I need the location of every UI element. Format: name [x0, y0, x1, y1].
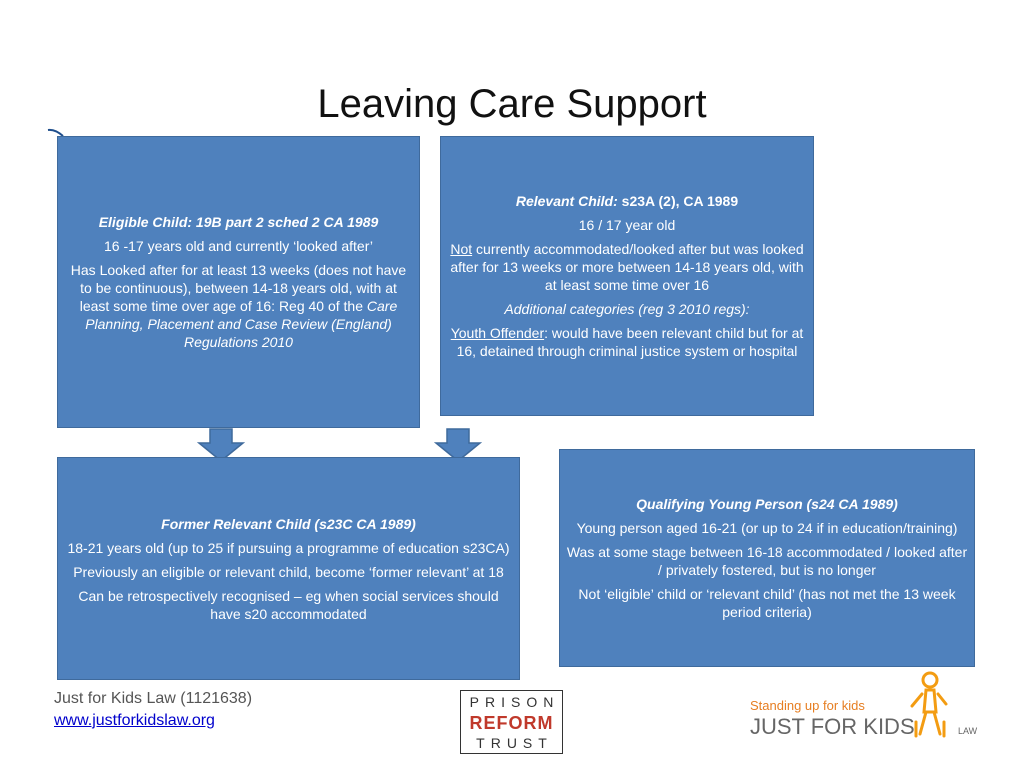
qualifying-history: Was at some stage between 16-18 accommod… [566, 544, 968, 578]
just-for-kids-law-logo: Standing up for kids JUST FOR KIDS LAW [750, 671, 978, 739]
former-relevant-heading: Former Relevant Child (s23C CA 1989) [161, 515, 416, 532]
relevant-child-heading: Relevant Child: s23A (2), CA 1989 [516, 192, 738, 210]
footer-org: Just for Kids Law (1121638) [54, 690, 253, 707]
relevant-child-criteria-text: currently accommodated/looked after but … [450, 241, 804, 293]
jfk-logo-name: JUST FOR KIDS [750, 714, 915, 739]
footer: Just for Kids Law (1121638) www.justfork… [54, 688, 252, 732]
relevant-child-heading-label: Relevant Child: [515, 193, 618, 209]
eligible-child-criteria-text: Has Looked after for at least 13 weeks (… [70, 262, 407, 314]
jfk-logo-tagline: Standing up for kids [750, 698, 865, 713]
relevant-child-criteria: Not currently accommodated/looked after … [447, 240, 807, 294]
qualifying-not-eligible: Not ‘eligible’ child or ‘relevant child’… [578, 586, 956, 620]
eligible-child-criteria: Has Looked after for at least 13 weeks (… [64, 261, 413, 351]
relevant-child-additional: Additional categories (reg 3 2010 regs): [504, 301, 750, 317]
slide-title: Leaving Care Support [317, 82, 707, 126]
qualifying-young-person-box: Qualifying Young Person (s24 CA 1989) Yo… [559, 449, 975, 667]
relevant-child-heading-statute: s23A (2), CA 1989 [617, 193, 739, 209]
former-relevant-age: 18-21 years old (up to 25 if pursuing a … [67, 539, 510, 556]
prt-logo-reform: REFORM [469, 712, 554, 733]
eligible-child-regulation: Care Planning, Placement and Case Review… [85, 298, 398, 350]
youth-offender-text: : would have been relevant child but for… [456, 325, 804, 359]
corner-tick-icon [47, 128, 64, 137]
jfk-figure-icon [910, 671, 948, 738]
down-arrow-right-icon [434, 428, 482, 462]
qualifying-heading: Qualifying Young Person (s24 CA 1989) [636, 496, 898, 512]
former-relevant-retrospective: Can be retrospectively recognised – eg w… [78, 587, 499, 622]
former-relevant-child-box: Former Relevant Child (s23C CA 1989) 18-… [57, 457, 520, 680]
former-relevant-previous: Previously an eligible or relevant child… [73, 563, 504, 580]
prt-logo-prison: PRISON [469, 694, 560, 710]
jfk-logo-law: LAW [958, 726, 978, 736]
relevant-child-age: 16 / 17 year old [578, 217, 676, 233]
down-arrow-left-icon [197, 428, 245, 462]
footer-website-link[interactable]: www.justforkidslaw.org [54, 712, 215, 729]
eligible-child-age: 16 -17 years old and currently ‘looked a… [103, 238, 373, 254]
prt-logo-trust: TRUST [476, 735, 553, 751]
youth-offender-label: Youth Offender [450, 325, 545, 341]
eligible-child-heading: Eligible Child: 19B part 2 sched 2 CA 19… [98, 214, 379, 230]
relevant-child-youth-offender: Youth Offender: would have been relevant… [447, 324, 807, 360]
relevant-child-box: Relevant Child: s23A (2), CA 1989 16 / 1… [440, 136, 814, 416]
eligible-child-box: Eligible Child: 19B part 2 sched 2 CA 19… [57, 136, 420, 428]
prison-reform-trust-logo: PRISON REFORM TRUST [460, 690, 563, 754]
qualifying-age: Young person aged 16-21 (or up to 24 if … [576, 520, 958, 536]
relevant-child-not-label: Not [450, 241, 473, 257]
